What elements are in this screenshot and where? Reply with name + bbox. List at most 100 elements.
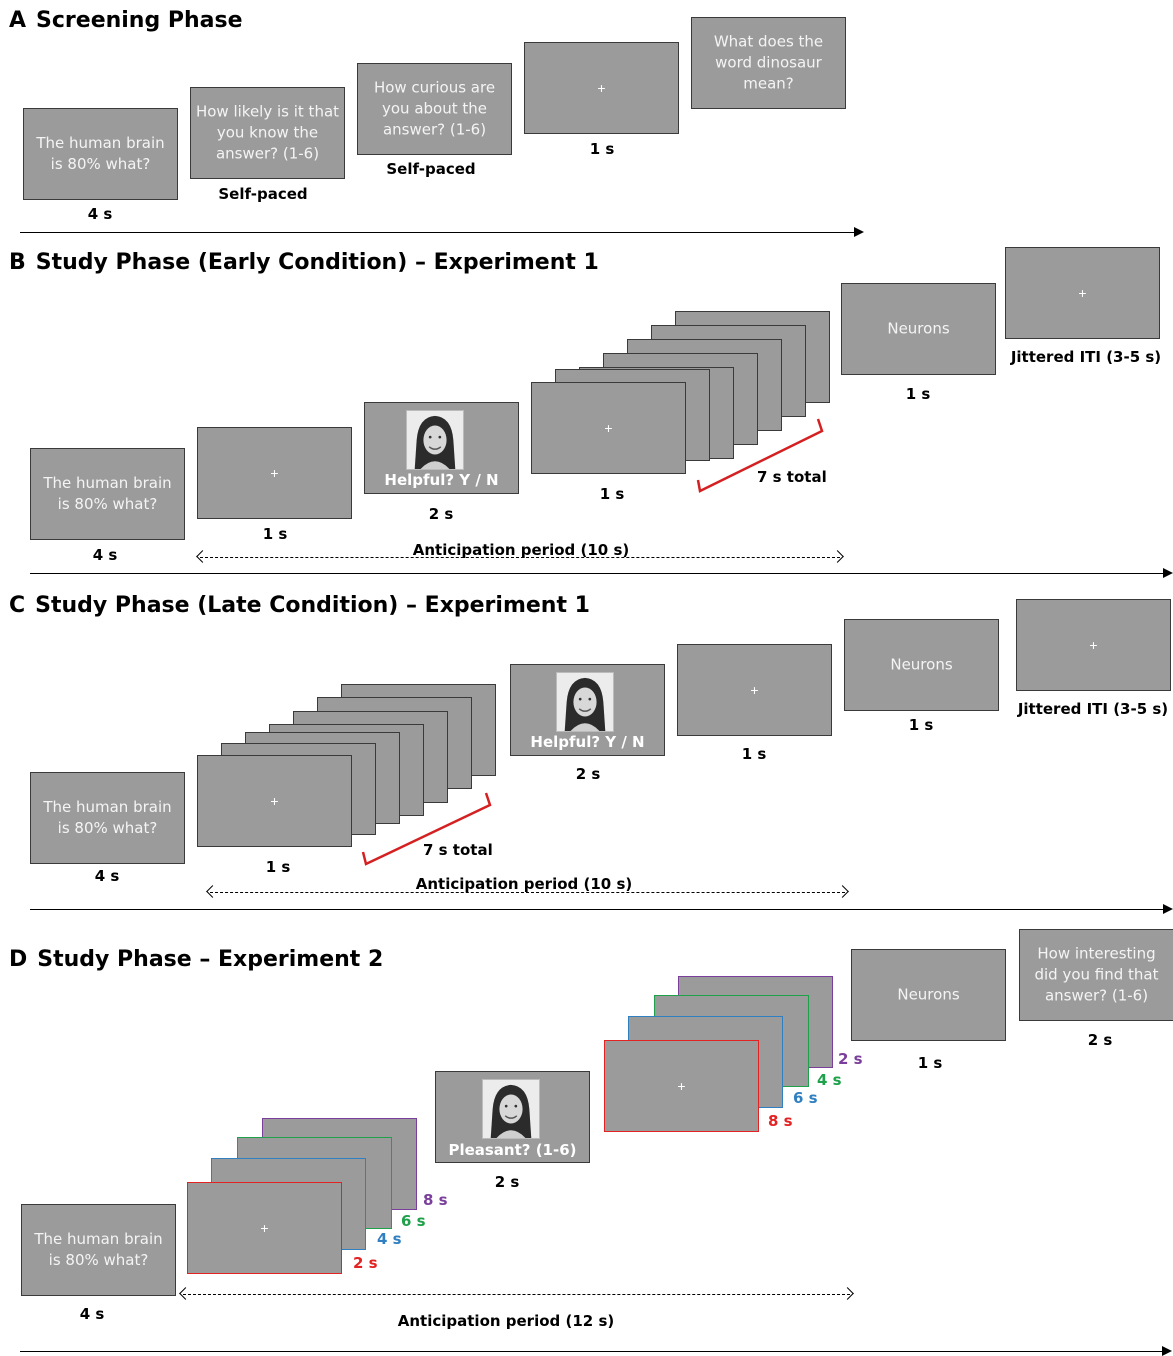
label-d-anticipation: Anticipation period (12 s) <box>397 1312 615 1330</box>
fixation-cross: + <box>1089 637 1098 653</box>
timeline-b <box>30 568 1173 578</box>
screen-a-question-text: The human brain is 80% what? <box>36 134 165 173</box>
delay-label-6s: 6 s <box>401 1212 426 1230</box>
panel-a-title: Screening Phase <box>36 8 243 33</box>
stack-d2-card-2s: + <box>604 1040 759 1132</box>
label-c-question: 4 s <box>94 867 120 885</box>
screen-a-fixation: + <box>524 42 679 134</box>
panel-a-letter: A <box>9 8 27 33</box>
fixation-cross: + <box>750 682 759 698</box>
screen-a-curious: How curious are you about the answer? (1… <box>357 63 512 155</box>
label-b-fix1: 1 s <box>262 525 288 543</box>
stack-d1-card-2s: + <box>187 1182 342 1274</box>
fixation-cross: + <box>270 793 279 809</box>
screen-a-curious-text: How curious are you about the answer? (1… <box>373 78 496 139</box>
anticipation-arrow-d <box>179 1287 854 1300</box>
fixation-cross: + <box>597 80 606 96</box>
screen-c-face: Helpful? Y / N <box>510 664 665 756</box>
screen-b-answer: Neurons <box>841 283 996 375</box>
screen-d-question: The human brain is 80% what? <box>21 1204 176 1296</box>
face-photo <box>406 410 464 470</box>
panel-c-letter: C <box>9 593 26 618</box>
screen-d-rating: How interesting did you find that answer… <box>1019 929 1173 1021</box>
screen-d-face: Pleasant? (1-6) <box>435 1071 590 1163</box>
label-c-fix2: 1 s <box>741 745 767 763</box>
screen-b-face: Helpful? Y / N <box>364 402 519 494</box>
label-c-iti: Jittered ITI (3-5 s) <box>1017 700 1169 718</box>
screen-c-answer: Neurons <box>844 619 999 711</box>
screen-c-iti: + <box>1016 599 1171 691</box>
screen-b-face-prompt: Helpful? Y / N <box>384 471 499 489</box>
screen-b-question: The human brain is 80% what? <box>30 448 185 540</box>
screen-c-face-prompt: Helpful? Y / N <box>530 733 645 751</box>
stack-b-card-1: + <box>531 382 686 474</box>
label-d-rating: 2 s <box>1087 1031 1113 1049</box>
screen-b-iti: + <box>1005 247 1160 339</box>
panel-a-heading: A Screening Phase <box>9 10 243 32</box>
screen-b-question-text: The human brain is 80% what? <box>43 474 172 513</box>
screen-c-answer-text: Neurons <box>890 655 953 674</box>
delay-label-4s: 4 s <box>817 1071 842 1089</box>
label-b-fix2: 1 s <box>599 485 625 503</box>
label-c-total: 7 s total <box>423 841 493 859</box>
timeline-a <box>20 227 864 237</box>
label-b-question: 4 s <box>92 546 118 564</box>
screen-a-final-text: What does the word dinosaur mean? <box>713 32 824 93</box>
screen-d-face-prompt: Pleasant? (1-6) <box>448 1141 577 1159</box>
fixation-cross: + <box>270 465 279 481</box>
panel-c-heading: C Study Phase (Late Condition) – Experime… <box>9 595 590 617</box>
face-photo <box>482 1079 540 1139</box>
label-a-fixation: 1 s <box>589 140 615 158</box>
timeline-d <box>20 1346 1172 1356</box>
screen-c-question-text: The human brain is 80% what? <box>43 798 172 837</box>
fixation-cross: + <box>260 1220 269 1236</box>
timeline-c <box>30 904 1173 914</box>
delay-label-6s: 6 s <box>793 1089 818 1107</box>
screen-a-likely: How likely is it that you know the answe… <box>190 87 345 179</box>
screen-a-likely-text: How likely is it that you know the answe… <box>195 102 340 163</box>
fixation-cross: + <box>1078 285 1087 301</box>
delay-label-8s: 8 s <box>768 1112 793 1130</box>
screen-a-question: The human brain is 80% what? <box>23 108 178 200</box>
label-c-anticipation: Anticipation period (10 s) <box>415 875 633 893</box>
anticipation-arrow-c <box>206 885 849 898</box>
screen-c-question: The human brain is 80% what? <box>30 772 185 864</box>
label-a-likely: Self-paced <box>218 185 308 203</box>
label-c-face: 2 s <box>575 765 601 783</box>
delay-label-8s: 8 s <box>423 1191 448 1209</box>
panel-b-heading: B Study Phase (Early Condition) – Experim… <box>9 252 599 274</box>
panel-c-title: Study Phase (Late Condition) – Experimen… <box>35 593 590 618</box>
screen-d-question-text: The human brain is 80% what? <box>34 1230 163 1269</box>
label-a-question: 4 s <box>87 205 113 223</box>
screen-d-answer-text: Neurons <box>897 985 960 1004</box>
label-d-face: 2 s <box>494 1173 520 1191</box>
delay-label-2s: 2 s <box>838 1050 863 1068</box>
screen-a-final: What does the word dinosaur mean? <box>691 17 846 109</box>
screen-d-rating-text: How interesting did you find that answer… <box>1034 944 1159 1005</box>
bracket-b <box>696 418 824 493</box>
delay-label-4s: 4 s <box>377 1230 402 1248</box>
panel-b-title: Study Phase (Early Condition) – Experime… <box>35 250 599 275</box>
delay-label-2s: 2 s <box>353 1254 378 1272</box>
label-b-anticipation: Anticipation period (10 s) <box>412 541 630 559</box>
screen-b-fixation: + <box>197 427 352 519</box>
label-c-fix1: 1 s <box>265 858 291 876</box>
screen-c-fixation: + <box>677 644 832 736</box>
label-b-iti: Jittered ITI (3-5 s) <box>1010 348 1162 366</box>
fixation-cross: + <box>604 420 613 436</box>
screen-b-answer-text: Neurons <box>887 319 950 338</box>
fixation-cross: + <box>677 1078 686 1094</box>
bracket-c <box>361 792 492 866</box>
label-b-answer: 1 s <box>905 385 931 403</box>
label-d-question: 4 s <box>79 1305 105 1323</box>
stack-c-card-1: + <box>197 755 352 847</box>
panel-b-letter: B <box>9 250 26 275</box>
panel-d-title: Study Phase – Experiment 2 <box>37 947 384 972</box>
label-b-total: 7 s total <box>757 468 827 486</box>
label-d-answer: 1 s <box>917 1054 943 1072</box>
face-photo <box>556 672 614 732</box>
label-a-curious: Self-paced <box>386 160 476 178</box>
screen-d-answer: Neurons <box>851 949 1006 1041</box>
